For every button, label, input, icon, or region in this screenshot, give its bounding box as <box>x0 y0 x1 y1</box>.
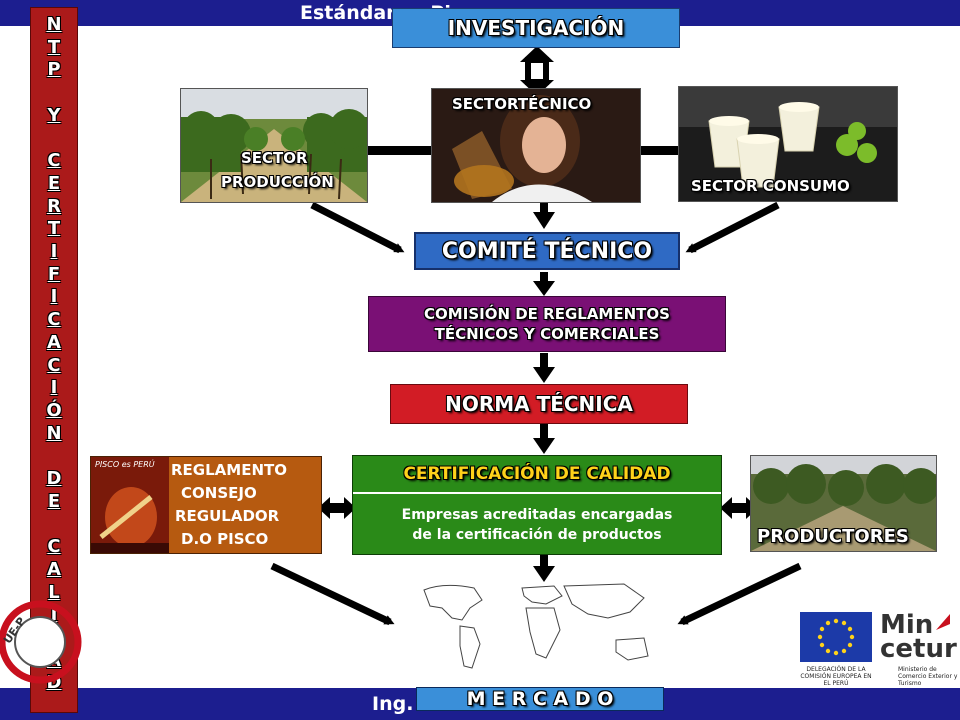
sidebar-letter: N <box>46 14 62 35</box>
mincetur-caption: Ministerio de Comercio Exterior y Turism… <box>898 666 958 687</box>
arrow-produccion-comite <box>310 201 405 254</box>
sidebar-letter: T <box>47 36 61 58</box>
sidebar-letter: I <box>50 604 58 626</box>
sector-consumo-photo: SECTOR CONSUMO <box>678 86 898 202</box>
sidebar-letter: P <box>47 59 61 81</box>
sidebar-letter: A <box>47 331 61 353</box>
sidebar-letter: E <box>47 172 61 194</box>
sidebar-letter: Y <box>47 104 61 126</box>
investigacion-label: INVESTIGACIÓN <box>447 16 625 40</box>
mercado-box: M E R C A D O <box>416 687 664 711</box>
mincetur-text-2: cetur <box>880 634 957 664</box>
double-arrow-reglamento-cert <box>318 497 356 519</box>
comite-tecnico-label: COMITÉ TÉCNICO <box>441 238 653 264</box>
arrow-cert-mercado <box>533 554 555 582</box>
sidebar-letter: T <box>47 218 61 240</box>
eu-flag-icon <box>800 612 872 662</box>
certificacion-body: Empresas acreditadas encargadas de la ce… <box>353 496 721 554</box>
footer-author: Ing. <box>372 693 414 715</box>
sidebar-letter: I <box>50 286 58 308</box>
sidebar-letter: E <box>47 490 61 512</box>
arrow-reglamento-mercado <box>270 562 395 626</box>
productores-label: PRODUCTORES <box>757 526 909 547</box>
arrow-norma-cert <box>533 424 555 454</box>
sector-produccion-label-2: PRODUCCIÓN <box>221 173 334 191</box>
eu-caption: DELEGACIÓN DE LA COMISIÓN EUROPEA EN EL … <box>800 666 872 687</box>
certificacion-body-line-2: de la certificación de productos <box>412 527 662 543</box>
comision-line-2: TÉCNICOS Y COMERCIALES <box>434 325 660 343</box>
vertical-sidebar-ntp: NTPYCERTIFICACIÓNDECALIDAD <box>30 7 78 713</box>
sidebar-letter: C <box>47 354 61 376</box>
sidebar-letter: C <box>47 536 61 558</box>
sidebar-letter: A <box>47 558 61 580</box>
investigacion-box: INVESTIGACIÓN <box>392 8 680 48</box>
certificacion-body-line-1: Empresas acreditadas encargadas <box>401 507 673 523</box>
reglamento-line: REGLAMENTO <box>171 461 287 479</box>
mincetur-logo: Min cetur Ministerio de Comercio Exterio… <box>878 612 960 688</box>
sector-tecnico-label: SECTORTÉCNICO <box>452 95 592 113</box>
sidebar-letter: Ó <box>46 399 62 421</box>
sector-tecnico-photo: SECTORTÉCNICO <box>431 88 641 203</box>
world-map-image <box>404 578 672 688</box>
sector-consumo-label: SECTOR CONSUMO <box>691 177 850 195</box>
sidebar-letter: N <box>46 422 62 444</box>
sidebar-letter: C <box>47 150 61 172</box>
mincetur-text-1: Min <box>880 610 934 640</box>
pisco-poster-label: PISCO es PERÚ <box>95 460 155 469</box>
ue-stamp-logo: UE-P <box>0 596 86 688</box>
sidebar-letter: R <box>47 195 61 217</box>
mincetur-red-mark-icon <box>936 614 950 630</box>
certificacion-title: CERTIFICACIÓN DE CALIDAD <box>403 464 671 484</box>
mercado-label: M E R C A D O <box>466 688 614 710</box>
sidebar-letter: L <box>48 581 60 603</box>
arrow-consumo-comite <box>685 201 780 254</box>
sector-produccion-label-1: SECTOR <box>241 149 308 167</box>
sidebar-letter: I <box>50 377 58 399</box>
reglamento-text: REGLAMENTO CONSEJO REGULADOR D.O PISCO <box>171 459 321 551</box>
certificacion-title-row: CERTIFICACIÓN DE CALIDAD <box>353 456 721 494</box>
eu-delegation-logo: DELEGACIÓN DE LA COMISIÓN EUROPEA EN EL … <box>800 612 872 687</box>
reglamento-line: CONSEJO <box>181 484 257 502</box>
comision-box: COMISIÓN DE REGLAMENTOS TÉCNICOS Y COMER… <box>368 296 726 352</box>
sidebar-letter: C <box>47 309 61 331</box>
reglamento-line: REGULADOR <box>175 507 280 525</box>
arrow-tecnico-comite <box>533 200 555 229</box>
certificacion-box: CERTIFICACIÓN DE CALIDAD Empresas acredi… <box>352 455 722 555</box>
reglamento-line: D.O PISCO <box>181 530 269 548</box>
pisco-poster-image: PISCO es PERÚ <box>91 457 169 553</box>
sector-produccion-photo: SECTOR PRODUCCIÓN <box>180 88 368 203</box>
comision-line-1: COMISIÓN DE REGLAMENTOS <box>424 305 670 323</box>
productores-photo: PRODUCTORES <box>750 455 937 552</box>
norma-tecnica-box: NORMA TÉCNICA <box>390 384 688 424</box>
norma-tecnica-label: NORMA TÉCNICA <box>445 392 633 416</box>
arrow-comite-comision <box>533 272 555 296</box>
comite-tecnico-box: COMITÉ TÉCNICO <box>414 232 680 270</box>
sidebar-letter: D <box>46 468 62 489</box>
sidebar-letter: F <box>47 263 61 285</box>
reglamento-box: PISCO es PERÚ REGLAMENTO CONSEJO REGULADOR… <box>90 456 322 554</box>
arrow-comision-norma <box>533 353 555 383</box>
sidebar-letter: I <box>50 241 58 262</box>
arrow-productores-mercado <box>677 562 802 626</box>
